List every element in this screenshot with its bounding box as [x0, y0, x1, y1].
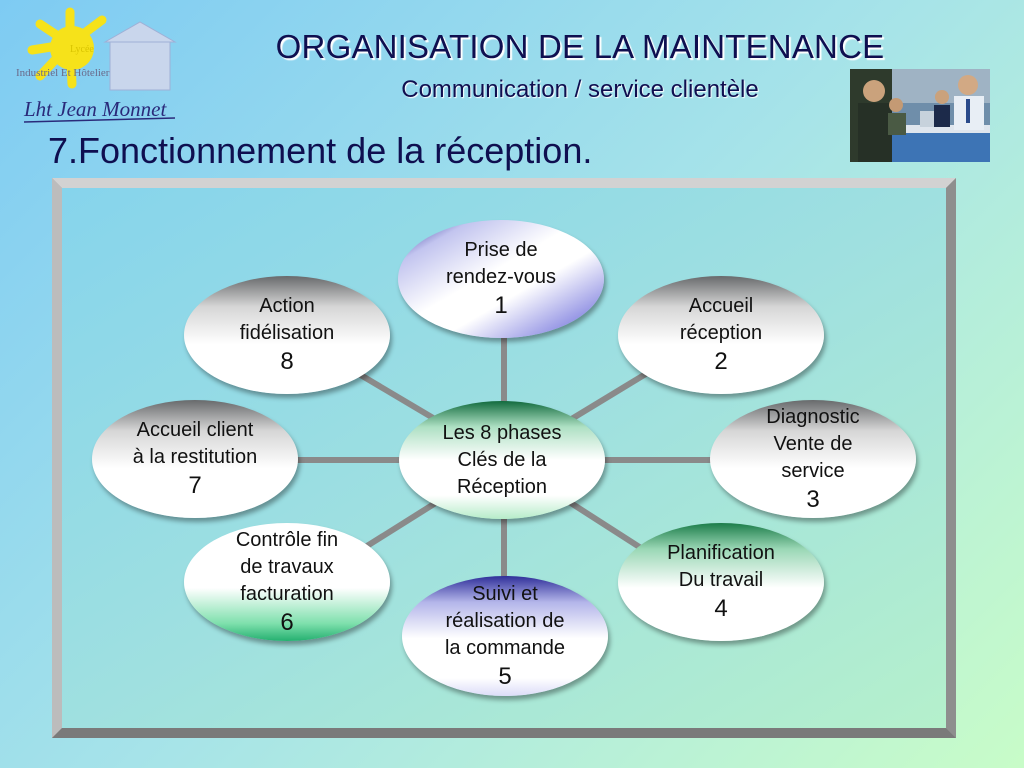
center-line-1: Les 8 phases [442, 421, 562, 444]
phase-1-line-1: Prise de [464, 239, 538, 261]
phase-node-2: Accueil réception 2 [618, 276, 824, 394]
phase-1-number: 1 [494, 292, 508, 319]
phase-2-line-2: réception [679, 322, 763, 344]
phase-8-line-1: Action [259, 295, 315, 317]
center-line-3: Réception [456, 475, 548, 498]
phase-node-1: Prise de rendez-vous 1 [398, 220, 604, 338]
phase-2-line-1: Accueil [688, 295, 754, 317]
phase-node-5: Suivi et réalisation de la commande 5 [402, 576, 608, 696]
logo-line2: Industriel Et Hôtelier [16, 67, 110, 79]
phase-5-line-1: Suivi et [472, 582, 538, 605]
phase-7-line-2: à la restitution [132, 446, 258, 468]
phase-5-number: 5 [498, 662, 512, 690]
phase-node-6: Contrôle fin de travaux facturation 6 [184, 523, 390, 641]
phase-3-line-1: Diagnostic [766, 405, 860, 428]
phase-node-4: Planification Du travail 4 [618, 523, 824, 641]
phase-6-number: 6 [280, 608, 294, 636]
page-title: ORGANISATION DE LA MAINTENANCE [275, 28, 885, 65]
phase-node-7: Accueil client à la restitution 7 [92, 400, 298, 518]
diagram-frame: Les 8 phases Clés de la Réception Prise … [52, 178, 956, 738]
phase-6-line-2: de travaux [240, 555, 334, 578]
phase-8-number: 8 [280, 348, 294, 375]
phase-1-line-2: rendez-vous [445, 266, 557, 288]
phase-node-8: Action fidélisation 8 [184, 276, 390, 394]
phase-3-number: 3 [806, 485, 820, 513]
logo-line1: Lycée [70, 44, 94, 55]
phase-5-line-3: la commande [444, 636, 566, 659]
phase-3-line-2: Vente de [773, 432, 853, 455]
center-node: Les 8 phases Clés de la Réception [399, 401, 605, 519]
school-logo: Lycée Industriel Et Hôtelier Lht Jean Mo… [10, 4, 185, 129]
phase-6-line-1: Contrôle fin [235, 528, 339, 551]
phase-4-line-2: Du travail [678, 569, 764, 591]
reception-photo [850, 69, 990, 162]
phase-3-line-3: service [781, 459, 845, 482]
phase-5-line-2: réalisation de [445, 609, 565, 632]
phase-2-number: 2 [714, 348, 728, 375]
phase-7-number: 7 [188, 472, 202, 499]
phase-node-3: Diagnostic Vente de service 3 [710, 400, 916, 518]
page-subtitle: Communication / service clientèle [401, 76, 759, 103]
phase-4-number: 4 [714, 595, 728, 622]
phase-4-line-1: Planification [667, 542, 775, 564]
sun-house-logo-icon: Lycée Industriel Et Hôtelier Lht Jean Mo… [16, 7, 177, 123]
reception-scene-image [850, 69, 990, 162]
section-heading: 7.Fonctionnement de la réception. [48, 130, 593, 171]
phase-6-line-3: facturation [240, 582, 334, 605]
phase-7-line-1: Accueil client [136, 419, 254, 441]
phase-8-line-2: fidélisation [239, 322, 335, 344]
center-line-2: Clés de la [457, 448, 547, 471]
logo-signature: Lht Jean Monnet [23, 97, 167, 121]
